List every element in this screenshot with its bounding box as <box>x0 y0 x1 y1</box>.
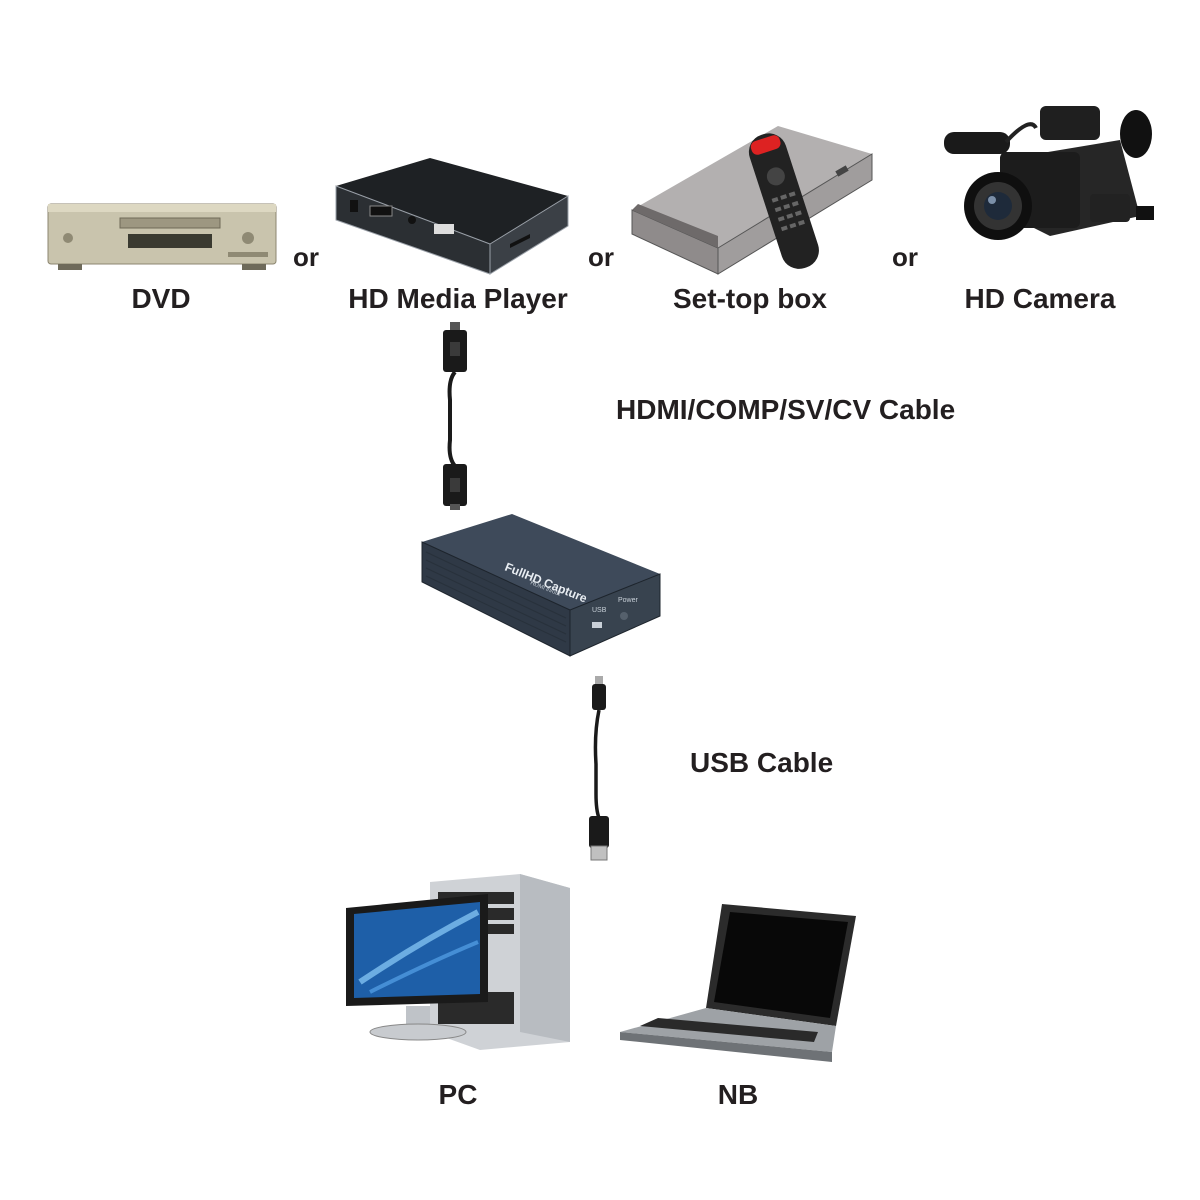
or-separator-1: or <box>293 242 319 272</box>
capture-port-usb-text: USB <box>592 607 607 614</box>
set-top-box-label: Set-top box <box>673 283 827 314</box>
hd-media-player-label: HD Media Player <box>348 283 568 314</box>
capture-device-image: FullHD Capture HDMI in/out USB Power <box>421 514 661 657</box>
capture-port-power-text: Power <box>618 597 639 604</box>
hd-camera-label: HD Camera <box>964 283 1116 314</box>
hd-media-player-image <box>335 158 569 275</box>
nb-image <box>620 904 856 1062</box>
usb-cable-label: USB Cable <box>690 747 834 778</box>
dvd-label: DVD <box>131 283 191 314</box>
pc-image <box>346 874 570 1050</box>
set-top-box-image <box>631 126 873 275</box>
usb-cable-image <box>589 676 609 861</box>
or-separator-3: or <box>892 242 918 272</box>
hd-camera-image <box>944 106 1154 240</box>
or-separator-2: or <box>588 242 614 272</box>
pc-label: PC <box>438 1079 478 1110</box>
nb-label: NB <box>717 1079 759 1110</box>
hdmi-cable-image <box>443 322 467 510</box>
dvd-player-image <box>47 203 277 270</box>
video-cable-label: HDMI/COMP/SV/CV Cable <box>616 394 956 425</box>
